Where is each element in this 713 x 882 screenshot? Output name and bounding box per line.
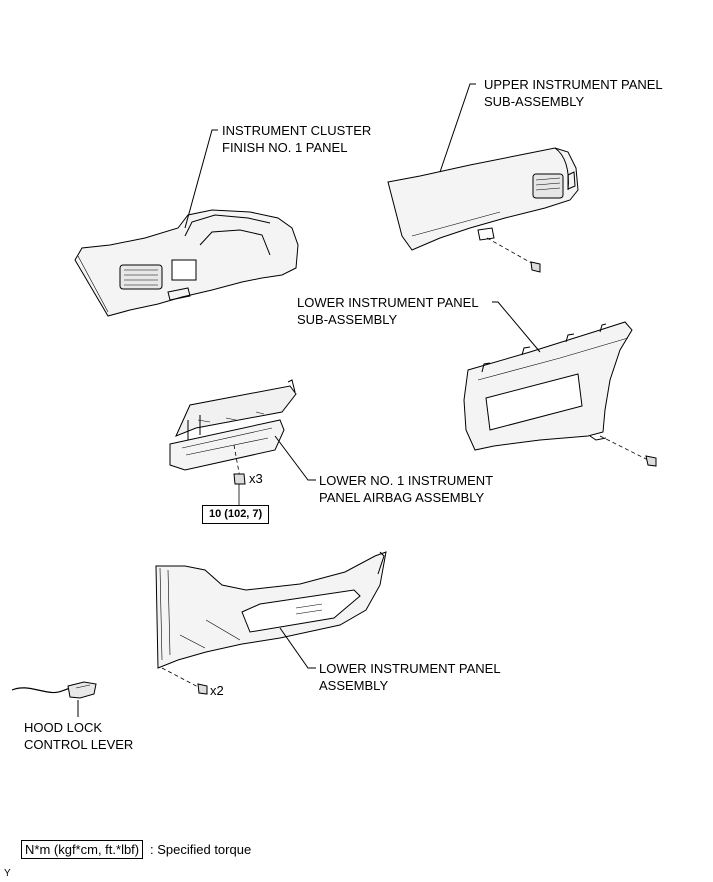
quantity-airbag-bolts: x3	[249, 471, 263, 486]
leader-instrument-cluster	[184, 129, 218, 229]
corner-code: Y	[4, 868, 11, 879]
label-upper-panel-line1: UPPER INSTRUMENT PANEL	[484, 77, 663, 92]
torque-spec-box: 10 (102, 7)	[202, 505, 270, 524]
hood-lock-control-lever	[11, 681, 97, 699]
quantity-lower-panel-bolts: x2	[210, 683, 224, 698]
label-upper-panel-line2: SUB-ASSEMBLY	[484, 94, 585, 109]
label-airbag-line2: PANEL AIRBAG ASSEMBLY	[319, 490, 485, 505]
legend-torque-units-box: N*m (kgf*cm, ft.*lbf)	[21, 840, 144, 859]
lower-no1-airbag-assembly	[169, 379, 297, 471]
airbag-bolt	[233, 473, 246, 485]
leader-upper-panel	[439, 83, 476, 173]
label-hood-lock-line1: HOOD LOCK	[24, 720, 103, 735]
instrument-cluster-finish-panel	[74, 209, 299, 317]
label-instrument-cluster-line2: FINISH NO. 1 PANEL	[222, 140, 348, 155]
leader-lower-panel-sub	[492, 301, 541, 353]
leader-lines	[77, 83, 541, 717]
label-lower-panel-sub-line1: LOWER INSTRUMENT PANEL	[297, 295, 479, 310]
label-lower-panel-sub-line2: SUB-ASSEMBLY	[297, 312, 398, 327]
label-instrument-cluster-line1: INSTRUMENT CLUSTER	[222, 123, 372, 138]
lower-panel-assy-bolt	[197, 683, 208, 695]
legend-specified-torque-text: : Specified torque	[150, 842, 252, 857]
lower-instrument-panel-sub-assembly	[463, 321, 633, 451]
lower-panel-sub-clip	[645, 455, 657, 467]
label-lower-panel-assy-line1: LOWER INSTRUMENT PANEL	[319, 661, 501, 676]
label-airbag-line1: LOWER NO. 1 INSTRUMENT	[319, 473, 494, 488]
upper-instrument-panel	[387, 147, 579, 251]
leader-airbag	[274, 435, 316, 481]
label-lower-panel-assy-line2: ASSEMBLY	[319, 678, 389, 693]
label-hood-lock-line2: CONTROL LEVER	[24, 737, 134, 752]
lower-instrument-panel-assembly	[155, 551, 387, 669]
upper-panel-clip	[530, 261, 541, 273]
leader-lower-panel-assy	[279, 627, 316, 669]
